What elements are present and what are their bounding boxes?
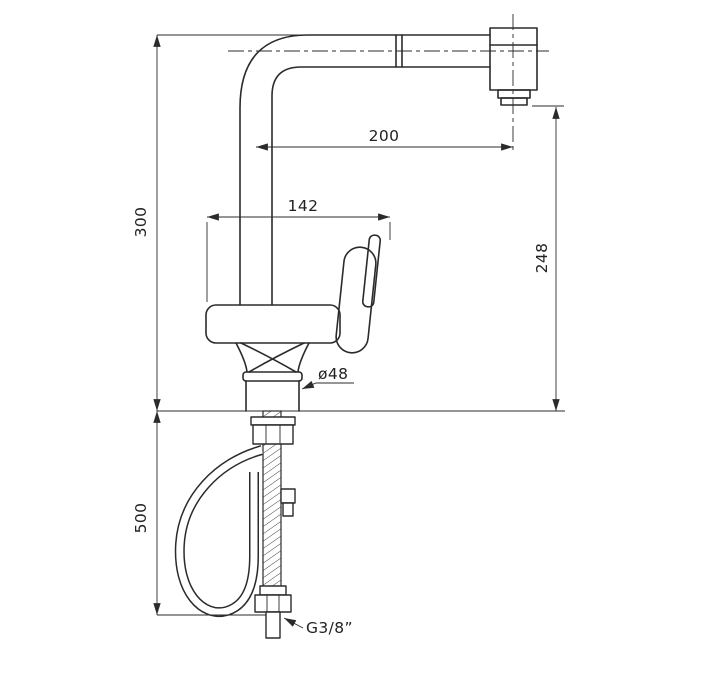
mounting-nut-facets (265, 425, 281, 444)
centerlines (228, 14, 549, 151)
hose-end-nut-facets (266, 595, 280, 612)
hose-end-collar (259, 585, 287, 596)
faucet-outline (205, 27, 538, 412)
dimensions: 300 500 200 142 248 ø48 G3/8” (132, 34, 564, 637)
dim-label-outlet-height: 248 (533, 243, 551, 274)
under-deck-assembly (174, 410, 296, 639)
aerator-upper (497, 89, 531, 99)
dim-label-supply-thread: G3/8” (306, 619, 353, 637)
dim-label-base-diameter: ø48 (318, 365, 348, 383)
dim-label-lower-height: 500 (132, 503, 150, 534)
hose-end-nut (254, 594, 292, 613)
mounting-nut (252, 424, 294, 445)
leader-base-diameter (301, 380, 354, 390)
dim-label-spout-reach: 200 (369, 127, 400, 145)
base-cylinder (245, 380, 300, 412)
base-cone-cross-1 (240, 342, 297, 373)
base-flange (242, 371, 303, 382)
base-cone-left (235, 342, 248, 373)
base-cone-cross-2 (248, 342, 305, 373)
hose-fitting-2 (282, 502, 294, 517)
supply-tail (265, 611, 281, 639)
base-cone-right (297, 342, 310, 373)
locknut-washer (250, 416, 296, 426)
handle-base (335, 246, 377, 354)
aerator-tip (500, 97, 528, 106)
pullout-hose-fill (176, 446, 263, 616)
dim-label-body-depth: 142 (288, 197, 319, 215)
leader-supply-thread (283, 617, 304, 629)
spray-head-body (489, 27, 538, 91)
mixer-body (205, 304, 341, 344)
spout-inner-edge (271, 66, 491, 306)
hose-fitting-1 (280, 488, 296, 504)
dim-label-upper-height: 300 (132, 207, 150, 238)
handle-lever (361, 234, 382, 308)
